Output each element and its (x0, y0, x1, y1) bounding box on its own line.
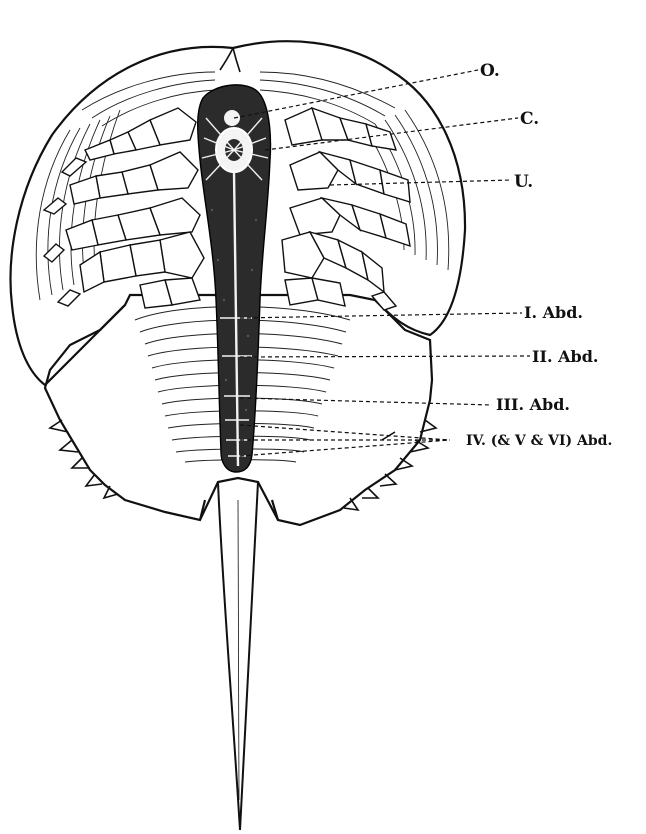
label-abd3: III. Abd. (496, 395, 570, 414)
label-u: U. (514, 172, 533, 192)
label-o: O. (480, 61, 500, 81)
appendages-right (282, 108, 410, 310)
appendages-left (44, 108, 204, 308)
telson (218, 482, 258, 830)
label-abd2: II. Abd. (532, 347, 598, 366)
leader-line-abd4a (240, 425, 450, 440)
leader-lines (234, 70, 530, 456)
leader-line-o (234, 70, 478, 118)
central-nerve-cord (198, 85, 271, 472)
label-c: C. (520, 109, 539, 129)
leader-line-abd1 (240, 313, 522, 318)
leader-line-abd2 (240, 356, 530, 357)
label-abd4: IV. (& V & VI) Abd. (466, 433, 612, 449)
brain-ganglion (224, 110, 240, 126)
label-abd1: I. Abd. (524, 303, 583, 322)
leader-line-abd3 (240, 398, 492, 405)
